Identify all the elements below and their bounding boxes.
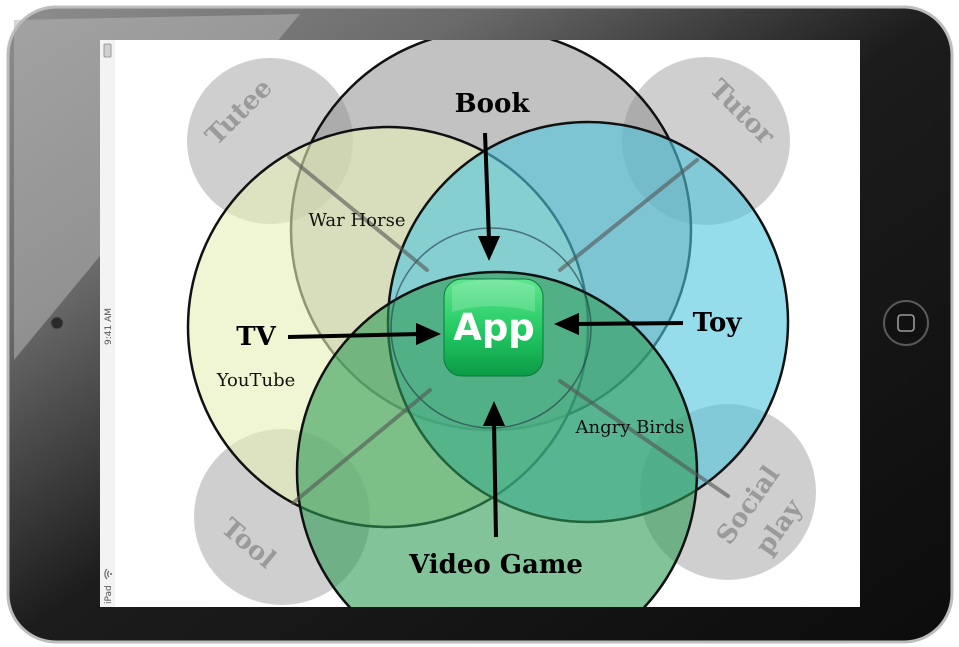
example-war-horse: War Horse	[308, 210, 405, 231]
example-youtube: YouTube	[216, 370, 296, 391]
label-tv: TV	[236, 322, 276, 352]
app-icon[interactable]	[443, 278, 544, 377]
status-device: iPad	[104, 585, 114, 604]
circle-video-game	[295, 270, 699, 607]
venn-diagram	[186, 40, 816, 607]
label-toy: Toy	[693, 308, 743, 338]
battery-icon	[103, 43, 112, 58]
app-label: App	[453, 306, 535, 349]
device-edge	[6, 5, 954, 644]
status-bar	[100, 40, 115, 607]
camera-icon	[50, 316, 64, 330]
label-video-game: Video Game	[408, 550, 583, 580]
role-connectors	[287, 155, 730, 505]
home-button-icon[interactable]	[883, 300, 929, 346]
center-ring	[390, 227, 592, 429]
wifi-icon	[104, 568, 112, 580]
status-time: 9:41 AM	[104, 308, 114, 345]
example-angry-birds: Angry Birds	[575, 417, 685, 438]
main-arrows	[287, 132, 684, 538]
label-book: Book	[455, 89, 531, 119]
